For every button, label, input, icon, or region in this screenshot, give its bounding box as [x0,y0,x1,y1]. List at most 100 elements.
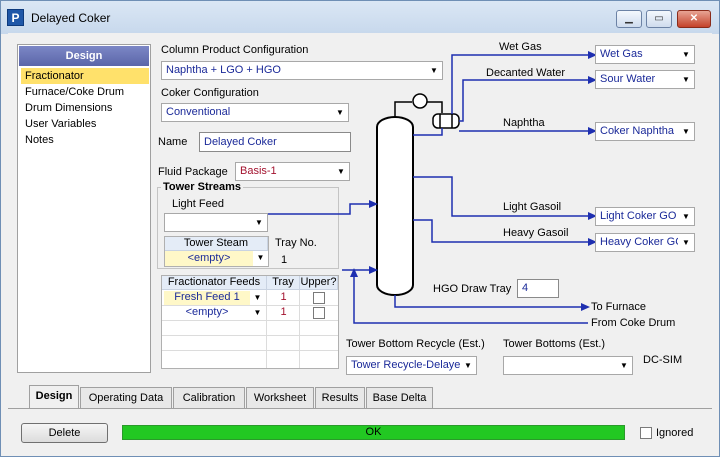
arrow-right-icon [588,51,597,59]
to-furnace-label: To Furnace [591,301,647,313]
arrow-right-icon [588,127,597,135]
light-gasoil-label: Light Gasoil [503,201,562,213]
row-divider [162,350,338,351]
naphtha-label: Naphtha [503,117,545,129]
app-icon: P [7,9,24,26]
title-bar: P Delayed Coker ▁ ▭ ✕ [1,1,719,34]
tab-design[interactable]: Design [29,385,79,408]
upper-checkbox[interactable] [313,307,325,319]
feeds-header-tray: Tray [267,276,300,290]
lgo-combo[interactable]: Light Coker GO ▼ [595,207,695,226]
table-row-tray[interactable]: 1 [280,291,287,303]
feeds-header-feed: Fractionator Feeds [162,276,267,290]
chevron-down-icon: ▼ [678,46,694,63]
chevron-down-icon: ▼ [678,123,694,140]
chevron-down-icon: ▼ [332,104,348,121]
reflux-drum-icon [432,113,460,129]
chevron-down-icon: ▼ [678,234,694,251]
coker-config-label: Coker Configuration [161,87,259,99]
nav-item-notes[interactable]: Notes [25,134,54,146]
ignored-checkbox[interactable] [640,427,652,439]
naphtha-value: Coker Naphtha [600,125,674,137]
tab-worksheet[interactable]: Worksheet [246,387,314,408]
chevron-down-icon[interactable]: ▼ [256,253,265,262]
name-field[interactable]: Delayed Coker [199,132,351,152]
light-feed-combo[interactable]: ▼ [164,213,268,232]
chevron-down-icon: ▼ [678,208,694,225]
column-product-value: Naphtha + LGO + HGO [166,64,281,76]
chevron-down-icon: ▼ [616,357,632,374]
tray-no-value: 1 [281,254,288,266]
tab-operating-data[interactable]: Operating Data [80,387,172,408]
wet-gas-label: Wet Gas [499,41,542,53]
recycle-value: Tower Recycle-Delayed [351,359,467,371]
bottoms-combo[interactable]: ▼ [503,356,633,375]
tower-steam-grid: Tower Steam <empty> ▼ [164,236,269,267]
chevron-down-icon[interactable]: ▼ [253,308,262,317]
maximize-icon: ▭ [654,13,664,24]
minimize-button[interactable]: ▁ [616,10,642,28]
table-row-feed[interactable]: Fresh Feed 1 [164,291,250,305]
window-title: Delayed Coker [31,11,111,25]
status-bar: OK [122,425,625,440]
close-button[interactable]: ✕ [677,10,711,28]
chevron-down-icon: ▼ [460,357,476,374]
delete-button[interactable]: Delete [21,423,108,443]
fractionator-feeds-table: Fractionator Feeds Tray Upper? Fresh Fee… [161,275,339,369]
table-row-feed[interactable]: <empty> [185,306,229,318]
chevron-down-icon: ▼ [426,62,442,79]
light-feed-label: Light Feed [172,198,224,210]
table-row-tray[interactable]: 1 [280,306,287,318]
coker-config-combo[interactable]: Conventional ▼ [161,103,349,122]
hgo-draw-tray-field[interactable]: 4 [517,279,559,298]
close-icon: ✕ [689,13,699,24]
tower-streams-group [157,187,339,269]
tower-streams-title: Tower Streams [161,181,244,193]
hgo-draw-tray-label: HGO Draw Tray [433,283,512,295]
minimize-icon: ▁ [625,13,633,24]
arrow-right-icon [369,266,378,274]
row-divider [162,320,338,321]
wet-gas-combo[interactable]: Wet Gas ▼ [595,45,695,64]
maximize-button[interactable]: ▭ [646,10,672,28]
wet-gas-value: Wet Gas [600,48,643,60]
fluid-package-combo[interactable]: Basis-1 ▼ [235,162,350,181]
tab-calibration[interactable]: Calibration [173,387,245,408]
nav-item-user-variables[interactable]: User Variables [25,118,97,130]
name-label: Name [158,136,188,148]
arrow-heads [350,51,597,311]
arrow-right-icon [588,76,597,84]
tab-results[interactable]: Results [315,387,365,408]
nav-item-drum-dimensions[interactable]: Drum Dimensions [25,102,113,114]
hgo-value: Heavy Coker GO [600,236,684,248]
bottoms-label: Tower Bottoms (Est.) [503,338,606,350]
arrow-right-icon [581,303,590,311]
chevron-down-icon[interactable]: ▼ [253,293,262,302]
nav-item-furnace-coke-drum[interactable]: Furnace/Coke Drum [25,86,125,98]
dcsim-label: DC-SIM [643,354,683,366]
column-product-combo[interactable]: Naphtha + LGO + HGO ▼ [161,61,443,80]
nav-item-fractionator[interactable]: Fractionator [21,68,149,84]
sour-water-combo[interactable]: Sour Water ▼ [595,70,695,89]
arrow-right-icon [588,212,597,220]
nav-header: Design [19,46,149,66]
fluid-package-label: Fluid Package [158,166,228,178]
sour-water-value: Sour Water [600,73,656,85]
tab-base-delta[interactable]: Base Delta [366,387,433,408]
column-product-label: Column Product Configuration [161,44,309,56]
fluid-package-value: Basis-1 [240,165,277,177]
coker-config-value: Conventional [166,106,231,118]
decanted-water-label: Decanted Water [486,67,566,79]
upper-checkbox[interactable] [313,292,325,304]
condenser-icon [412,93,428,109]
row-divider [162,305,338,306]
arrow-up-icon [350,268,358,277]
naphtha-combo[interactable]: Coker Naphtha ▼ [595,122,695,141]
hgo-combo[interactable]: Heavy Coker GO ▼ [595,233,695,252]
col-divider [299,290,300,368]
arrow-right-icon [369,200,378,208]
lgo-value: Light Coker GO [600,210,677,222]
recycle-combo[interactable]: Tower Recycle-Delayed ▼ [346,356,477,375]
recycle-label: Tower Bottom Recycle (Est.) [346,338,485,350]
tower-steam-cell[interactable]: <empty> [165,251,253,266]
